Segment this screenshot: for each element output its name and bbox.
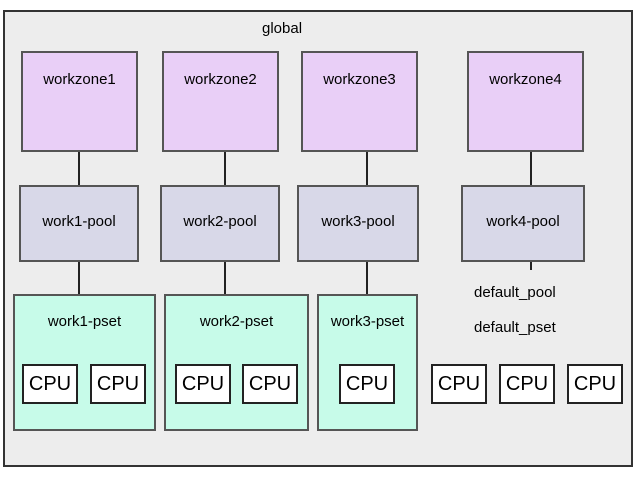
- pool-1: work1-pool: [19, 185, 139, 262]
- pset-2: work2-pset: [164, 294, 309, 431]
- workzone-2: workzone2: [162, 51, 279, 152]
- default-pset-label: default_pset: [474, 319, 556, 336]
- cpu-default-a: CPU: [431, 364, 487, 404]
- pset-3-label: work3-pset: [330, 313, 405, 330]
- pool-1-label: work1-pool: [42, 213, 116, 230]
- cpu-pset1-a: CPU: [22, 364, 78, 404]
- pset-2-label: work2-pset: [199, 313, 274, 330]
- pset-1: work1-pset: [13, 294, 156, 431]
- cpu-pset3-a: CPU: [339, 364, 395, 404]
- pool-3: work3-pool: [297, 185, 419, 262]
- cpu-pset1-b: CPU: [90, 364, 146, 404]
- connector-zone1-pool1: [78, 152, 80, 185]
- pool-3-label: work3-pool: [321, 213, 395, 230]
- pool-2-label: work2-pool: [183, 213, 257, 230]
- cpu-pset2-a: CPU: [175, 364, 231, 404]
- connector-zone3-pool3: [366, 152, 368, 185]
- pool-4-label: work4-pool: [486, 213, 560, 230]
- workzone-1: workzone1: [21, 51, 138, 152]
- workzone-3: workzone3: [301, 51, 418, 152]
- connector-zone4-pool4: [530, 152, 532, 185]
- global-label: global: [262, 20, 303, 37]
- pset-1-label: work1-pset: [47, 313, 122, 330]
- pset-3: work3-pset: [317, 294, 418, 431]
- workzone-4: workzone4: [467, 51, 584, 152]
- cpu-pset2-b: CPU: [242, 364, 298, 404]
- workzone-1-label: workzone1: [43, 71, 116, 88]
- default-pool-label: default_pool: [474, 284, 556, 301]
- workzone-4-label: workzone4: [489, 71, 562, 88]
- cpu-default-c: CPU: [567, 364, 623, 404]
- pool-4: work4-pool: [461, 185, 585, 262]
- workzone-2-label: workzone2: [184, 71, 257, 88]
- connector-pool4-default: [530, 262, 532, 270]
- connector-pool1-pset1: [78, 262, 80, 295]
- connector-pool3-pset3: [366, 262, 368, 295]
- connector-pool2-pset2: [224, 262, 226, 295]
- workzone-3-label: workzone3: [323, 71, 396, 88]
- connector-zone2-pool2: [224, 152, 226, 185]
- pool-2: work2-pool: [160, 185, 280, 262]
- cpu-default-b: CPU: [499, 364, 555, 404]
